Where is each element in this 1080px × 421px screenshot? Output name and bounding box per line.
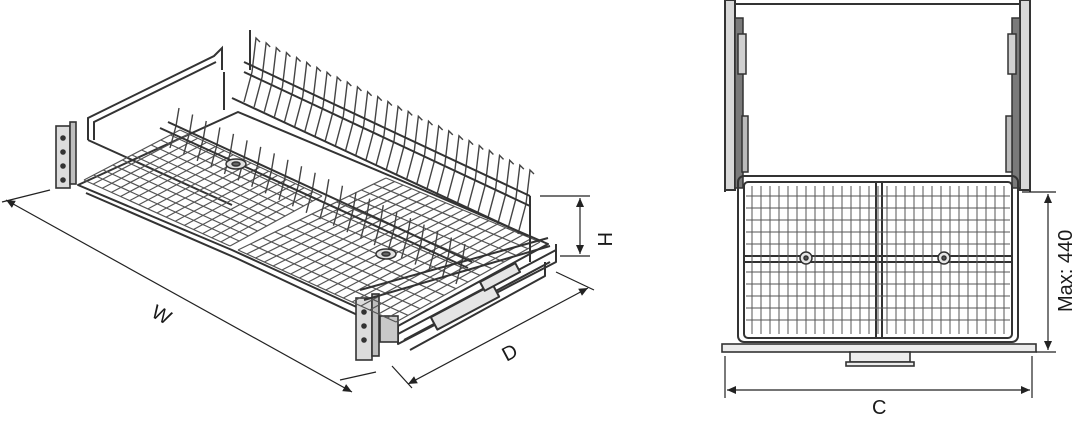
dimension-max-height — [1022, 191, 1056, 353]
basket-front-mesh — [746, 186, 1010, 334]
dimension-d-label: D — [498, 340, 521, 366]
dimension-w — [1, 189, 377, 393]
basket-drain-knobs — [799, 251, 951, 265]
left-mounting-post — [55, 121, 77, 189]
dimension-c — [724, 356, 1033, 398]
right-mounting-post — [355, 293, 399, 361]
dimension-c-label: C — [872, 397, 886, 419]
plate-rack-tines — [169, 36, 535, 285]
dimension-max-height-label: Max: 440 — [1055, 230, 1077, 312]
isometric-basket-view: W D H — [1, 30, 615, 393]
dimension-w-label: W — [148, 301, 175, 329]
front-view-in-cabinet: C Max: 440 — [721, 0, 1077, 419]
dimension-h — [540, 195, 590, 257]
cabinet-doors — [734, 17, 1021, 189]
drain-caps — [225, 158, 397, 260]
plate-rack-rails — [159, 30, 551, 301]
cabinet-base — [721, 343, 1037, 367]
dimension-h-label: H — [593, 232, 615, 246]
dimension-d — [391, 271, 595, 389]
cabinet-carcass — [724, 0, 1031, 192]
